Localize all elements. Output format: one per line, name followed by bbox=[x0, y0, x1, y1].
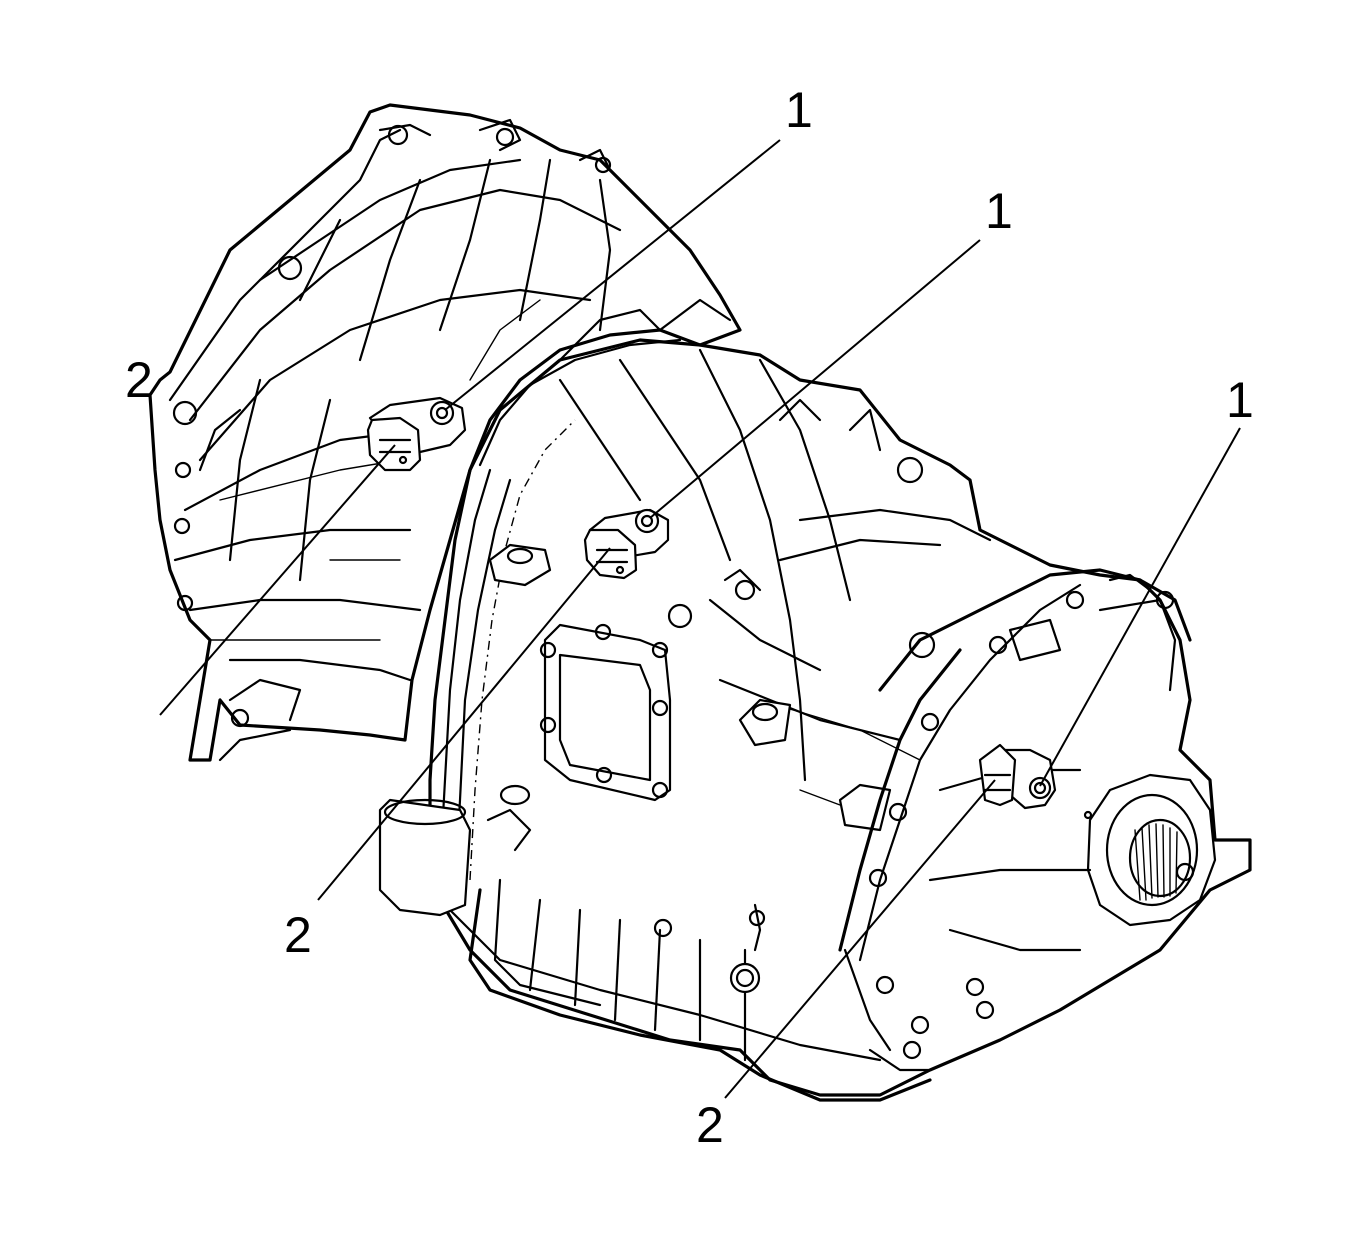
rear-extension bbox=[838, 568, 1217, 1072]
sensor-front bbox=[366, 396, 467, 472]
leader-2a bbox=[159, 444, 396, 716]
leader-1b bbox=[649, 239, 981, 519]
callout-2a: 2 bbox=[125, 352, 153, 408]
leader-1a bbox=[444, 139, 781, 411]
callout-1a: 1 bbox=[785, 82, 813, 138]
main-case bbox=[428, 328, 1252, 1097]
leader-2c bbox=[724, 779, 996, 1099]
leader-2b bbox=[317, 547, 611, 901]
bell-housing bbox=[148, 103, 742, 762]
sensor-rear bbox=[978, 743, 1057, 810]
sensor-middle bbox=[583, 508, 670, 580]
callout-2b: 2 bbox=[284, 907, 312, 963]
callout-2c: 2 bbox=[696, 1097, 724, 1153]
leader-lines bbox=[159, 139, 1241, 1099]
callout-1c: 1 bbox=[1226, 372, 1254, 428]
callout-1b: 1 bbox=[985, 183, 1013, 239]
leader-1c bbox=[1039, 427, 1241, 787]
callouts: 1 1 1 2 2 2 bbox=[125, 82, 1254, 1153]
oil-pan bbox=[378, 784, 932, 1102]
